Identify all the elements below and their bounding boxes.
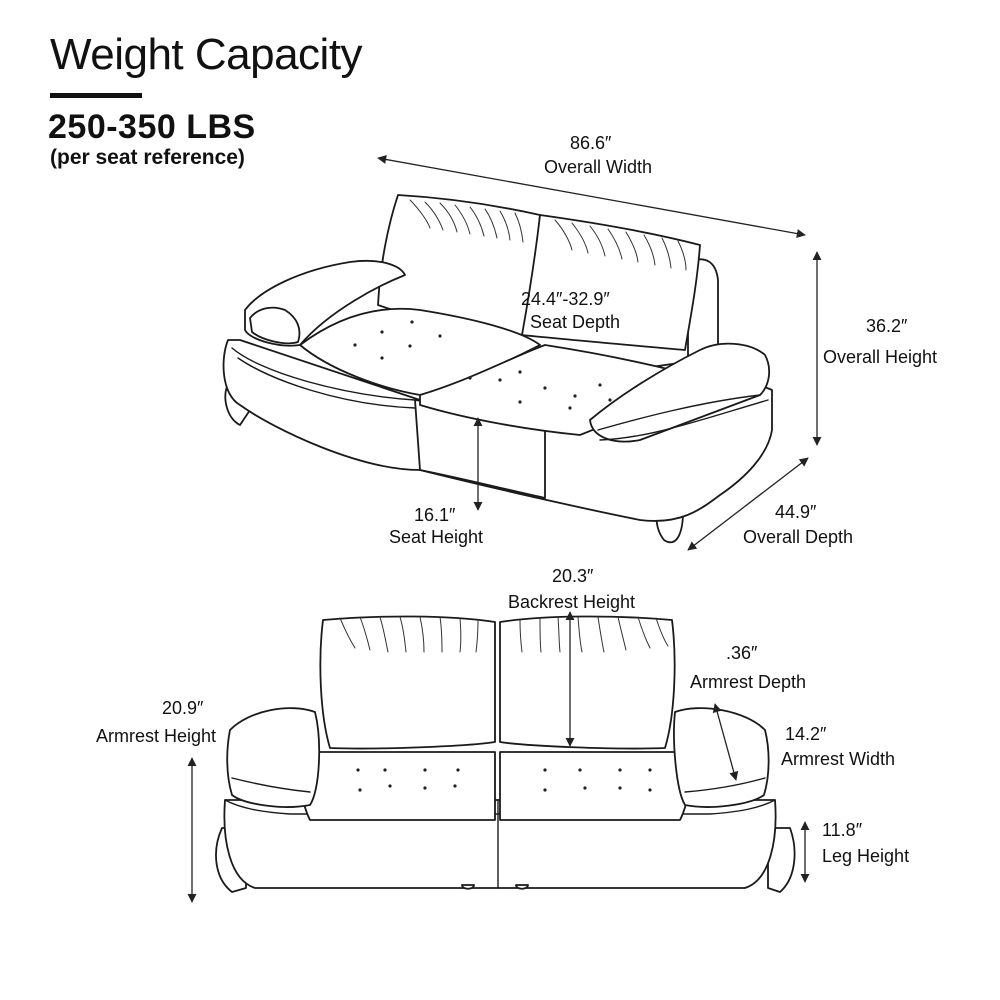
armrest-width-label: Armrest Width: [781, 749, 896, 769]
sofa-front-base: [223, 799, 777, 889]
title-underline: [50, 93, 142, 98]
armrest-depth-dimension-line: [712, 703, 739, 781]
armrest-right: [589, 342, 771, 443]
armrest-height-label: Armrest Height: [96, 726, 217, 746]
armrest-height-value: 20.9″: [162, 698, 204, 718]
seat-height-value: 16.1″: [414, 505, 456, 525]
overall-height-value: 36.2″: [866, 316, 908, 336]
overall-height-label: Overall Height: [823, 347, 938, 367]
front-right-leg-2: [767, 827, 796, 893]
seat-depth-value: 24.4″-32.9″: [521, 289, 610, 309]
backrest-height-label: Backrest Height: [508, 592, 636, 612]
sofa-perspective-view: [222, 194, 773, 544]
armrest-depth-label: Armrest Depth: [690, 672, 807, 692]
armrest-depth-value: .36″: [726, 643, 758, 663]
sofa-front-view: [215, 615, 796, 893]
seat-depth-label: Seat Depth: [530, 312, 621, 332]
overall-width-dimension-line: [377, 154, 806, 239]
backrest-height-value: 20.3″: [552, 566, 594, 586]
front-back-cushion-right: [499, 615, 676, 750]
weight-capacity-value: 250-350 LBS: [48, 108, 256, 146]
front-back-cushion-left: [319, 615, 496, 750]
overall-depth-value: 44.9″: [775, 502, 817, 522]
front-seat-left: [298, 751, 496, 821]
armrest-left-top: [249, 306, 301, 345]
leg-height-label: Leg Height: [822, 846, 910, 866]
seat-height-label: Seat Height: [389, 527, 484, 547]
armrest-width-value: 14.2″: [785, 724, 827, 744]
weight-capacity-note: (per seat reference): [50, 146, 245, 169]
overall-depth-label: Overall Depth: [743, 527, 854, 547]
overall-width-value: 86.6″: [570, 133, 612, 153]
page-title: Weight Capacity: [50, 30, 363, 79]
overall-depth-dimension-line: [687, 457, 809, 551]
leg-height-value: 11.8″: [822, 820, 863, 840]
front-seat-right: [499, 751, 692, 821]
overall-width-label: Overall Width: [544, 157, 653, 177]
